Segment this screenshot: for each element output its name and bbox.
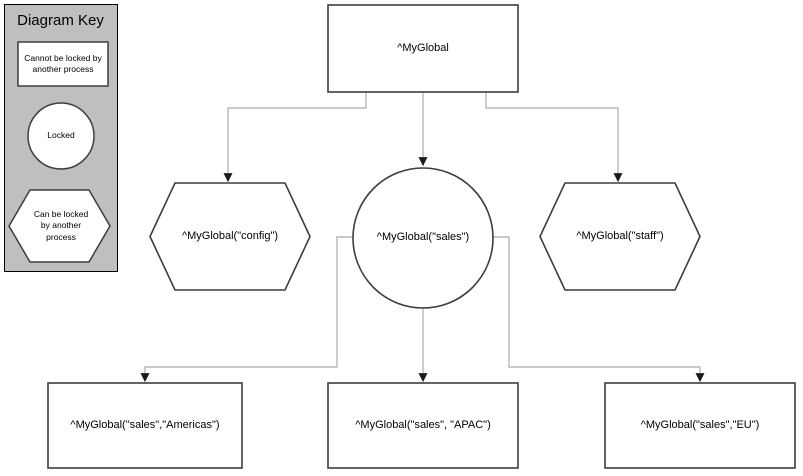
node-staff-hexagon xyxy=(539,182,701,291)
node-root-rectangle xyxy=(327,4,519,93)
node-apac-rectangle xyxy=(327,382,519,469)
connector-root-to-staff xyxy=(485,92,623,183)
key-hexagon-shape xyxy=(8,189,111,263)
connector-sales-to-americas xyxy=(140,236,353,383)
connector-root-to-config xyxy=(223,92,367,183)
connector-sales-to-eu xyxy=(493,236,705,383)
node-sales-circle xyxy=(352,167,494,309)
node-eu-rectangle xyxy=(604,382,796,469)
node-config-hexagon xyxy=(149,182,311,291)
key-rectangle-shape xyxy=(17,41,109,87)
key-circle-shape xyxy=(27,102,95,170)
node-americas-rectangle xyxy=(47,382,243,469)
